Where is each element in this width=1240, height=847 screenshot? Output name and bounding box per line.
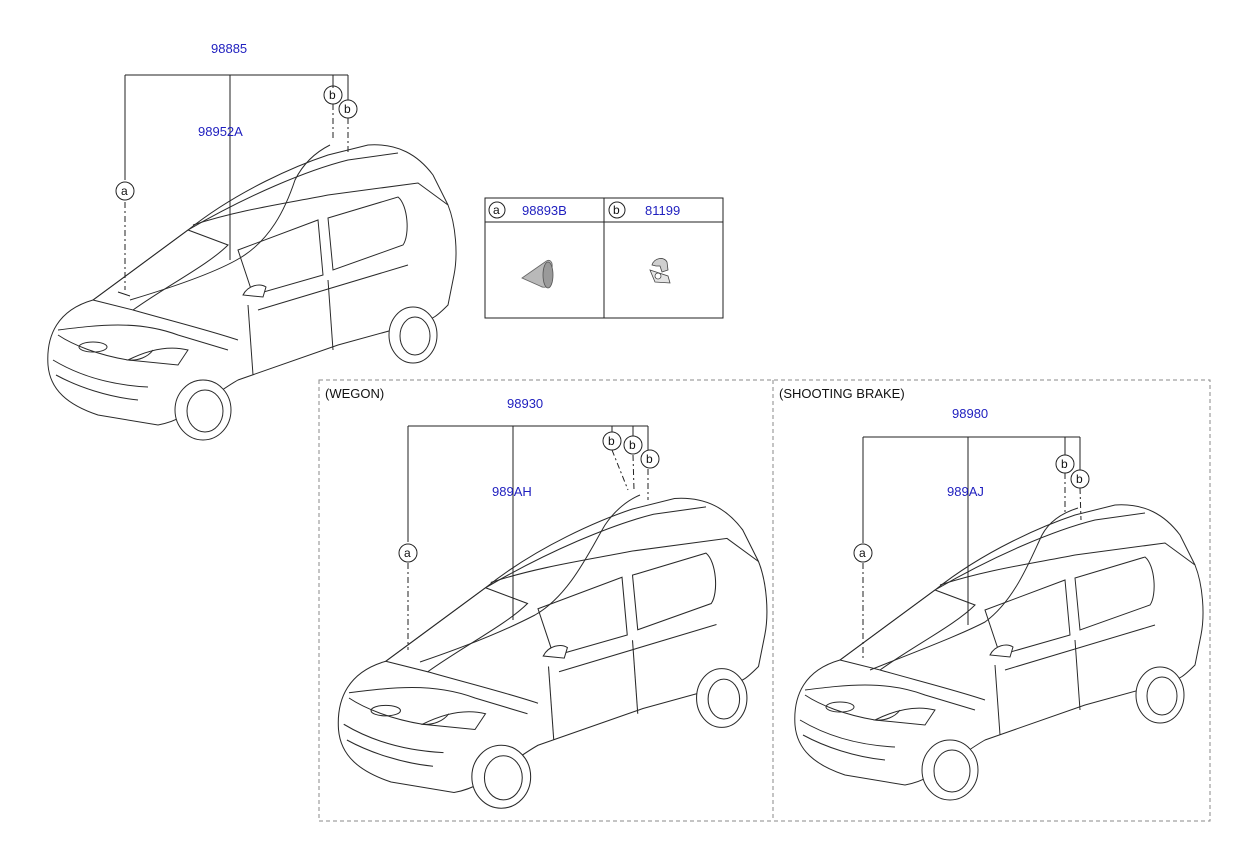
legend-letter-b: b — [613, 203, 620, 217]
callout-a-letter: a — [404, 546, 411, 560]
car-shooting-brake-drawing — [794, 504, 1204, 801]
hose-line — [869, 507, 1079, 671]
callout-circle-a — [115, 181, 135, 201]
car-wagon-drawing — [337, 497, 768, 809]
assembly-part-label: 98980 — [952, 406, 988, 421]
legend-circle-b — [608, 201, 626, 219]
assembly-part-label: 98885 — [211, 41, 247, 56]
hose-part-label: 98952A — [198, 124, 243, 139]
callout-b-letter: b — [1076, 472, 1083, 486]
clip-icon — [649, 258, 671, 284]
assembly-part-label: 98930 — [507, 396, 543, 411]
callout-b-letter: b — [344, 102, 351, 116]
shooting-brake-group: (SHOOTING BRAKE) 98980 989AJ a b b — [779, 386, 1204, 801]
wagon-group: (WEGON) 98930 989AH a b b b — [325, 386, 768, 809]
legend-part-b: 81199 — [645, 203, 680, 218]
callout-circle-b — [338, 99, 358, 119]
hose-line — [129, 144, 331, 301]
callout-circle-b — [623, 435, 643, 455]
legend-part-a: 98893B — [522, 203, 567, 218]
hose-part-label: 989AH — [492, 484, 532, 499]
variant-section-frame — [318, 379, 1211, 822]
callout-b-letter: b — [608, 434, 615, 448]
callout-circle-b — [1055, 454, 1075, 474]
callout-circle-a — [853, 543, 873, 563]
callout-b-letter: b — [629, 438, 636, 452]
callout-b-letter: b — [1061, 457, 1068, 471]
callout-circle-b — [640, 449, 660, 469]
wagon-variant-label: (WEGON) — [325, 386, 384, 401]
callout-circle-a — [398, 543, 418, 563]
callout-a-letter: a — [121, 184, 128, 198]
callout-a-letter: a — [859, 546, 866, 560]
legend-table: a 98893B b 81199 — [484, 197, 724, 319]
grommet-icon — [521, 260, 554, 289]
hose-part-label: 989AJ — [947, 484, 984, 499]
callout-b-letter: b — [329, 88, 336, 102]
shooting-brake-variant-label: (SHOOTING BRAKE) — [779, 386, 905, 401]
car-hatchback-drawing — [47, 144, 457, 441]
main-car-group: 98885 98952A a b b — [47, 41, 457, 441]
hose-line — [419, 494, 641, 663]
legend-circle-a — [488, 201, 506, 219]
legend-letter-a: a — [493, 203, 500, 217]
callout-circle-b — [602, 431, 622, 451]
callout-b-letter: b — [646, 452, 653, 466]
callout-circle-b — [1070, 469, 1090, 489]
callout-circle-b — [323, 85, 343, 105]
